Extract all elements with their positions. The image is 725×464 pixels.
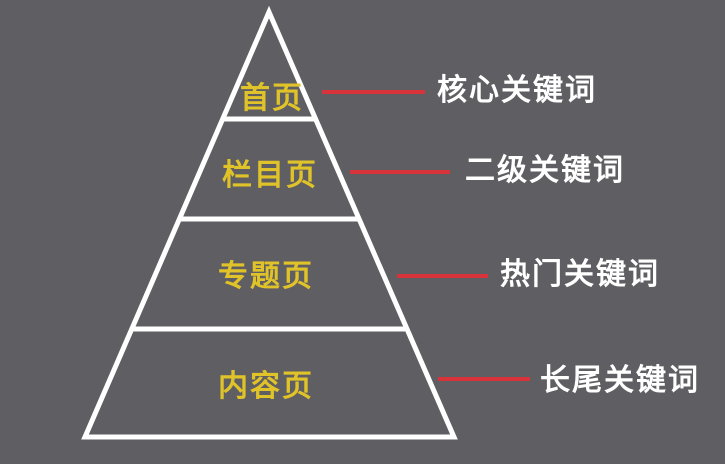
tier-label-content-page: 内容页	[218, 369, 314, 404]
keyword-label-popular: 热门关键词	[500, 257, 660, 292]
keyword-label-secondary: 二级关键词	[465, 153, 625, 188]
tier-label-column-page: 栏目页	[222, 158, 318, 193]
tier-label-homepage: 首页	[240, 81, 304, 116]
pyramid-outline	[81, 5, 458, 440]
keyword-label-longtail: 长尾关键词	[540, 363, 700, 398]
keyword-label-core: 核心关键词	[437, 73, 597, 108]
tier-label-topic-page: 专题页	[218, 259, 314, 294]
